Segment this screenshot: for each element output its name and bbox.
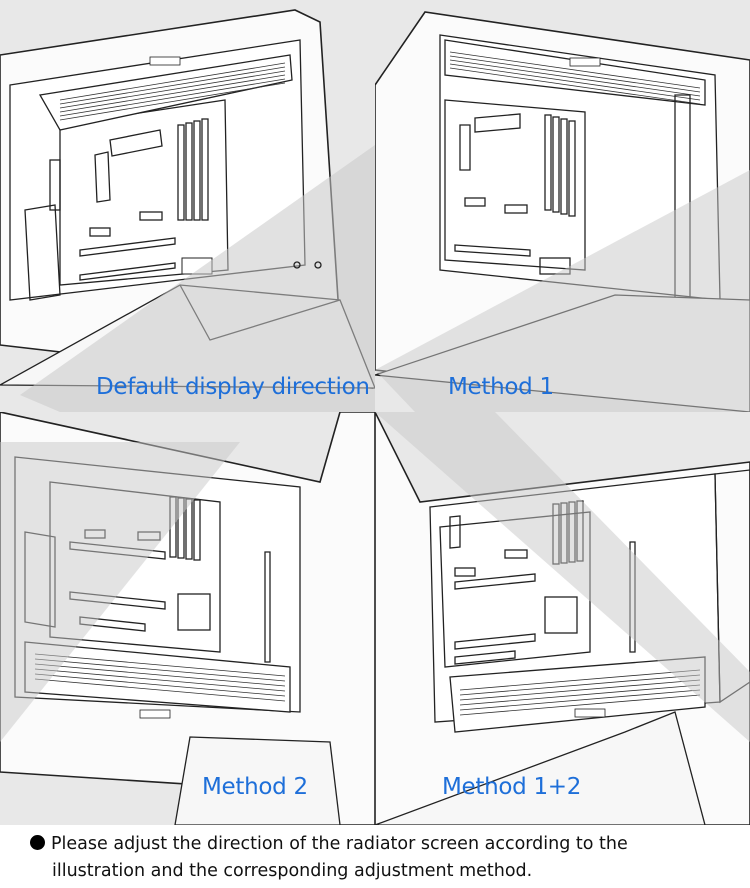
bullet-icon [30, 835, 45, 850]
panel-caption: Method 2 [202, 774, 308, 800]
panel-caption: Method 1+2 [442, 774, 582, 800]
case-illustration [375, 11, 750, 412]
note-line-1: Please adjust the direction of the radia… [51, 834, 628, 854]
panel-caption: Method 1 [448, 374, 554, 400]
panel-method-2: Method 2 [0, 412, 375, 825]
panel-default-display-direction: Default display direction [0, 0, 375, 412]
panel-caption: Default display direction [96, 374, 370, 400]
note-line-2: illustration and the corresponding adjus… [52, 861, 533, 881]
panel-method-1: Method 1 [375, 0, 750, 412]
case-illustration [0, 9, 375, 412]
case-illustration [375, 412, 750, 825]
case-illustration [0, 412, 375, 825]
panel-method-1-plus-2: Method 1+2 [375, 412, 750, 825]
instruction-note: Please adjust the direction of the radia… [30, 831, 730, 885]
